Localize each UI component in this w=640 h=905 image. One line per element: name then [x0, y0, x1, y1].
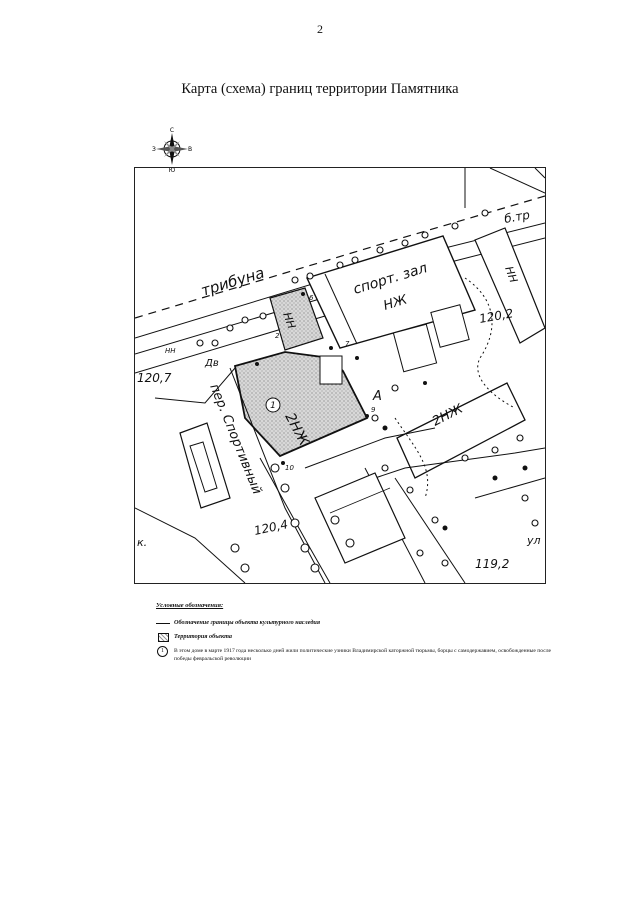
legend-item: Территория объекта [156, 632, 556, 642]
label-kk: к. [137, 536, 147, 549]
label-elev-2: 120,2 [478, 306, 514, 326]
circled-number-icon: 1 [156, 645, 170, 657]
nh-right-building [474, 227, 545, 344]
boundary-line-icon [156, 619, 170, 628]
label-bt: б.тр [503, 208, 531, 226]
dashed-line-top [135, 195, 545, 319]
point-number: 9 [371, 406, 376, 414]
hatched-territory-icon [156, 632, 170, 642]
label-marker-a: А [372, 389, 382, 404]
point-markers [255, 292, 528, 531]
legend-item-label: В этом доме в марте 1917 года несколько … [174, 647, 551, 663]
building-2nzh-right [396, 382, 526, 479]
point-number: 2 [275, 332, 280, 340]
point-number: 10 [285, 464, 294, 472]
compass-south: Ю [169, 167, 176, 173]
site-boundary-map: трибуна спорт. зал НЖ 2НЖ НН НН НН 2НЖ п… [134, 167, 546, 584]
legend-title: Условные обозначения: [156, 602, 224, 609]
tree-markers [196, 209, 539, 573]
map-legend: Условные обозначения: Обозначение границ… [156, 602, 556, 669]
label-elev-1: 120,7 [137, 371, 172, 385]
label-tribuna: трибуна [199, 264, 267, 300]
compass-rose-icon: С Ю З В [150, 127, 194, 174]
legend-item-label: Территория объекта [174, 632, 233, 640]
label-elev-3: 120,4 [253, 517, 290, 538]
compass-north: С [170, 127, 174, 134]
label-nh-right: НН [502, 265, 520, 285]
nh-small-building [269, 287, 324, 351]
legend-item: 1 В этом доме в марте 1917 года нескольк… [156, 645, 556, 664]
page-title: Карта (схема) границ территории Памятник… [181, 81, 459, 97]
point-number: 7 [345, 340, 350, 348]
legend-item-label: Обозначение границы объекта культурного … [174, 618, 321, 626]
monument-marker: 1 [270, 401, 276, 411]
compass-west: З [152, 146, 156, 153]
label-sport-hall-type: НЖ [382, 292, 410, 314]
point-number: 6 [309, 294, 314, 302]
label-dv: Дв [204, 358, 219, 369]
label-nh-small: НН [280, 311, 298, 331]
label-nh-left: НН [165, 347, 176, 355]
label-ul: ул [526, 534, 541, 547]
page-number: 2 [317, 22, 323, 36]
label-elev-4: 119,2 [475, 557, 509, 571]
compass-east: В [188, 146, 192, 153]
legend-item: Обозначение границы объекта культурного … [156, 619, 556, 628]
